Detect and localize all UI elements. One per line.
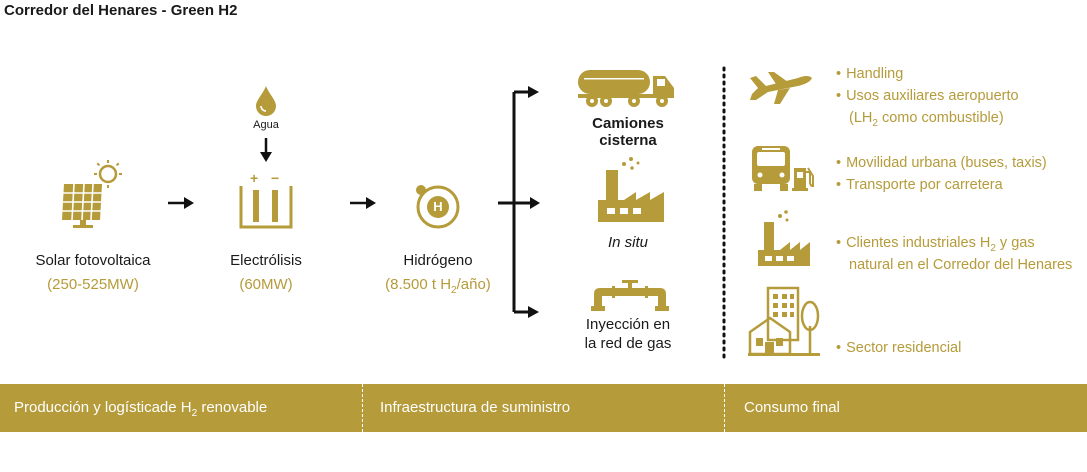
- hydrogen-label: Hidrógeno: [403, 252, 473, 269]
- electrolysis-plus: +: [250, 170, 259, 186]
- insitu-label: In situ: [607, 234, 649, 251]
- electrolysis-label: Electrólisis: [230, 252, 302, 269]
- solar-label: Solar fotovoltaica: [35, 252, 151, 269]
- distribution-branch-arrows: [498, 86, 540, 318]
- hydrogen-atom-icon: [416, 185, 460, 229]
- arrow-solar-to-electrolysis: [168, 197, 194, 209]
- footer-divider-1: [362, 384, 363, 432]
- mobility-bullet-2: •Transporte por carretera: [836, 177, 1003, 193]
- water-drop-icon: [256, 86, 276, 116]
- electrolysis-minus: −: [271, 170, 280, 186]
- water-label: Agua: [253, 119, 279, 131]
- airport-bullet-2-cont: (LH2 como combustible): [849, 110, 1004, 129]
- factory-icon: [598, 157, 664, 222]
- pipeline-label-line2: la red de gas: [584, 335, 672, 352]
- residential-bullet-1: •Sector residencial: [836, 340, 962, 356]
- mobility-bullet-1: •Movilidad urbana (buses, taxis): [836, 155, 1047, 171]
- airport-bullet-1: •Handling: [836, 66, 904, 82]
- trucks-label-line2: cisterna: [599, 132, 657, 149]
- footer-segment-production: Producción y logísticade H2 renovable: [14, 399, 268, 419]
- dotted-divider: [722, 66, 726, 360]
- tanker-truck-icon: [578, 70, 674, 107]
- bus-fuel-icon: [752, 146, 814, 191]
- electrolyzer-icon: [239, 186, 293, 229]
- footer-bar: [0, 384, 1087, 432]
- arrow-electrolysis-to-hydrogen: [350, 197, 376, 209]
- pipeline-label-line1: Inyección en: [585, 316, 671, 333]
- residential-icon: [748, 286, 820, 356]
- airport-bullet-2: •Usos auxiliares aeropuerto: [836, 88, 1019, 104]
- industry-bullet-1: •Clientes industriales H2 y gas: [836, 235, 1035, 254]
- airplane-icon: [750, 72, 812, 104]
- hydrogen-symbol: H: [433, 199, 443, 214]
- solar-value: (250-525MW): [47, 276, 139, 293]
- footer-divider-2: [724, 384, 725, 432]
- footer-segment-supply: Infraestructura de suministro: [380, 399, 571, 416]
- solar-panel-icon: [62, 160, 122, 228]
- footer-segment-consumption: Consumo final: [744, 399, 840, 416]
- trucks-label-line1: Camiones: [592, 115, 664, 132]
- pipeline-icon: [591, 280, 669, 311]
- industry-icon: [758, 210, 810, 266]
- hydrogen-value: (8.500 t H2/año): [385, 276, 491, 296]
- page-title: Corredor del Henares - Green H2: [4, 2, 238, 19]
- arrow-water-down: [260, 138, 272, 162]
- electrolysis-value: (60MW): [239, 276, 293, 293]
- industry-bullet-1-cont: natural en el Corredor del Henares: [849, 257, 1073, 273]
